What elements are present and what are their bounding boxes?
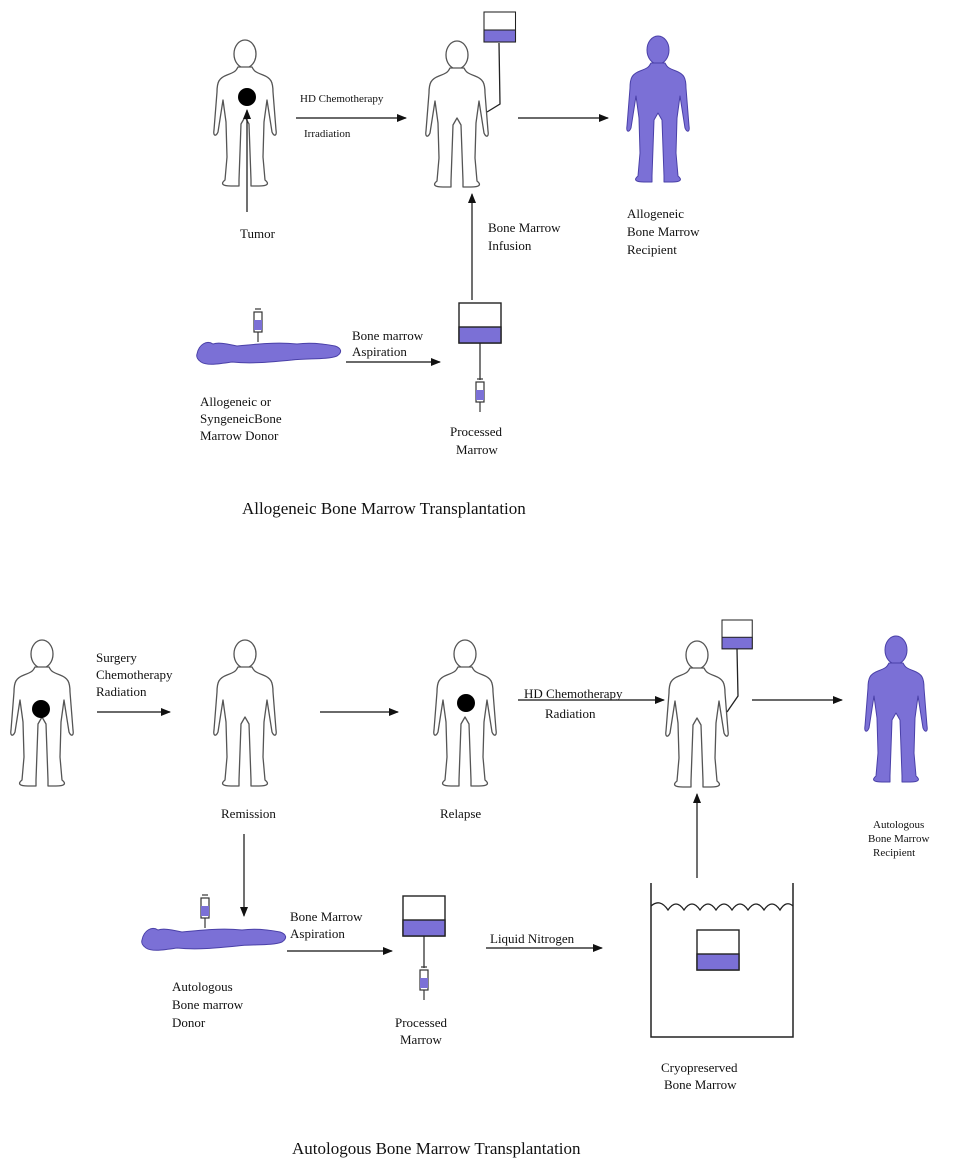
radiation-label-2: Radiation [545, 706, 596, 721]
syringe-icon [253, 308, 263, 343]
blood-bag-icon-2 [721, 619, 753, 650]
auto-aspiration-line1: Bone Marrow [290, 909, 363, 924]
auto-processed-line2: Marrow [400, 1032, 442, 1047]
allogeneic-title: Allogeneic Bone Marrow Transplantation [242, 499, 526, 518]
infusion-line1: Bone Marrow [488, 220, 561, 235]
blood-bag-icon [483, 11, 517, 43]
patient-remission [213, 639, 277, 787]
auto-recipient-line1: Autologous [873, 819, 924, 831]
allogeneic-section: Tumor HD Chemotherapy Irradiation Alloge… [196, 11, 700, 518]
aspiration-line1: Bone marrow [352, 328, 424, 343]
person-filled-icon [626, 35, 690, 183]
auto-donor-line1: Autologous [172, 979, 233, 994]
processed-line2: Marrow [456, 442, 498, 457]
remission-label: Remission [221, 806, 276, 821]
auto-processed-line1: Processed [395, 1015, 447, 1030]
lying-donor-icon [196, 341, 342, 365]
auto-recipient-line3: Recipient [873, 847, 915, 859]
infusion-line2: Infusion [488, 238, 532, 253]
surgery-label: Surgery [96, 650, 137, 665]
nitrogen-label: Liquid Nitrogen [490, 931, 575, 946]
autologous-section: Surgery Chemotherapy Radiation Remission… [10, 619, 929, 1158]
recipient-line1: Allogeneic [627, 206, 684, 221]
patient-infusion [425, 40, 489, 188]
syringe-icon-2 [200, 894, 210, 929]
processed-line1: Processed [450, 424, 502, 439]
cryo-line2: Bone Marrow [664, 1077, 737, 1092]
autologous-donor-icon [141, 927, 287, 951]
processed-syringe-icon-2 [419, 966, 429, 1001]
processed-bag-icon [458, 302, 502, 344]
tumor-icon-3 [457, 694, 475, 712]
auto-donor-line3: Donor [172, 1015, 206, 1030]
cryo-tank-icon [650, 883, 794, 1038]
cryo-line1: Cryopreserved [661, 1060, 738, 1075]
auto-donor-line2: Bone marrow [172, 997, 244, 1012]
patient-infusion-2 [665, 640, 729, 788]
auto-recipient-line2: Bone Marrow [868, 833, 929, 845]
iv-line [486, 42, 501, 113]
hd-chemo-label-2: HD Chemotherapy [524, 686, 623, 701]
tumor-label: Tumor [240, 226, 276, 241]
patient-relapse [433, 639, 497, 787]
auto-aspiration-line2: Aspiration [290, 926, 345, 941]
autologous-title: Autologous Bone Marrow Transplantation [292, 1139, 581, 1158]
person-filled-icon-2 [864, 635, 928, 783]
iv-line-2 [726, 648, 739, 713]
donor-line3: Marrow Donor [200, 428, 279, 443]
recipient-line3: Recipient [627, 242, 677, 257]
processed-syringe-icon [475, 378, 485, 413]
processed-bag-icon-2 [402, 895, 446, 937]
aspiration-line2: Aspiration [352, 344, 407, 359]
irradiation-label: Irradiation [304, 128, 351, 140]
tumor-icon-2 [32, 700, 50, 718]
patient-with-tumor [213, 39, 277, 187]
chemotherapy-label: Chemotherapy [96, 667, 173, 682]
hd-chemo-label: HD Chemotherapy [300, 93, 384, 105]
radiation-label: Radiation [96, 684, 147, 699]
tumor-icon [238, 88, 256, 106]
recipient-line2: Bone Marrow [627, 224, 700, 239]
relapse-label: Relapse [440, 806, 481, 821]
donor-line2: SyngeneicBone [200, 411, 282, 426]
donor-line1: Allogeneic or [200, 394, 272, 409]
